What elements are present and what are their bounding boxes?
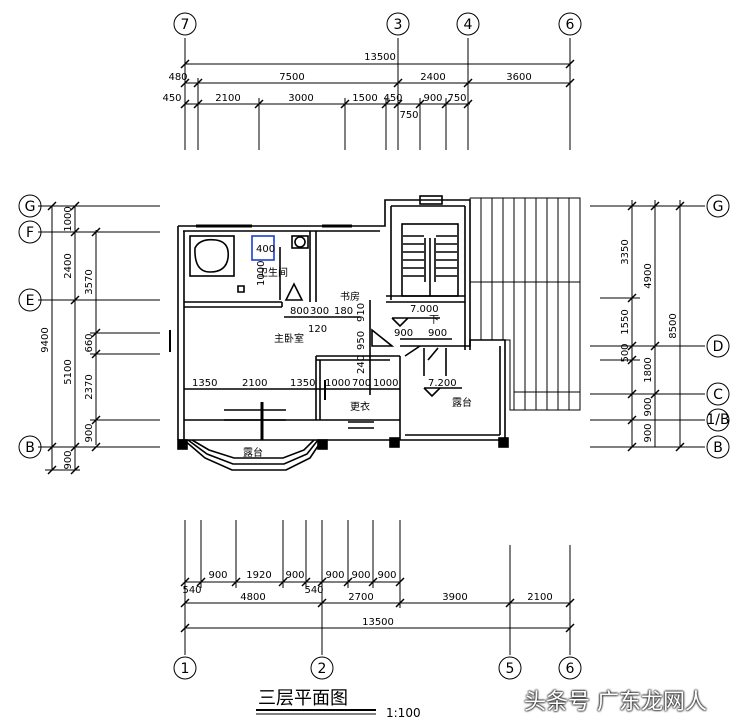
dim-top-r2-3: 3600 bbox=[506, 72, 531, 83]
room-study: 书房 bbox=[340, 290, 360, 303]
idim-300: 300 bbox=[310, 306, 329, 317]
idim-r1-4: 700 bbox=[352, 378, 371, 389]
idim-800: 800 bbox=[290, 306, 309, 317]
axis-bottom-1: 1 bbox=[181, 661, 190, 677]
room-terrace-front: 露台 bbox=[243, 446, 263, 459]
axis-top-3: 4 bbox=[464, 17, 473, 33]
room-master: 主卧室 bbox=[274, 332, 304, 345]
dim-top-r3-6: 750 bbox=[447, 93, 466, 104]
dim-left-inner-1: 2400 bbox=[63, 253, 74, 278]
idim-240: 240 bbox=[356, 355, 367, 374]
dim-bottom-total: 13500 bbox=[362, 617, 394, 628]
idim-r1-3: 1000 bbox=[325, 378, 350, 389]
axis-bottom-2: 2 bbox=[318, 661, 327, 677]
dim-bottom-r1-4: 540 bbox=[304, 585, 323, 596]
idim-1000v: 1000 bbox=[256, 261, 267, 286]
axis-left-2: F bbox=[26, 225, 34, 241]
idim-r1-1: 2100 bbox=[242, 378, 267, 389]
drawing-scale: 1:100 bbox=[386, 706, 421, 720]
dim-left-outer-2: 900 bbox=[63, 450, 74, 469]
room-terrace: 露台 bbox=[452, 396, 472, 409]
axis-left-1: G bbox=[25, 199, 36, 215]
dim-bottom-r2-3: 2100 bbox=[527, 592, 552, 603]
dim-top-r3-3: 1500 bbox=[352, 93, 377, 104]
dim-top-r2-2: 2400 bbox=[420, 72, 445, 83]
dim-bottom-r1-2: 1920 bbox=[246, 570, 271, 581]
dim-top-total: 13500 bbox=[364, 52, 396, 63]
dim-bottom-r1-6: 900 bbox=[351, 570, 370, 581]
watermark-text: 头条号 广东龙网人 bbox=[524, 690, 707, 715]
dim-left-outer-0: 9400 bbox=[40, 327, 51, 352]
idim-r1-2: 1350 bbox=[290, 378, 315, 389]
dim-left-inner-3: 660 bbox=[84, 333, 95, 352]
axis-bottom-4: 6 bbox=[566, 661, 575, 677]
idim-r1-0: 1350 bbox=[192, 378, 217, 389]
dim-bottom-r2-0: 4800 bbox=[240, 592, 265, 603]
axis-top-2: 3 bbox=[394, 17, 403, 33]
dim-right-outer-1: 1800 bbox=[643, 357, 654, 382]
dim-left-inner-4: 2370 bbox=[84, 374, 95, 399]
dim-top-r3-0: 450 bbox=[162, 93, 181, 104]
level-terrace: 7.200 bbox=[428, 378, 457, 389]
idim-910: 910 bbox=[356, 303, 367, 322]
axis-left-3: E bbox=[26, 293, 35, 309]
dim-left-outer-1: 5100 bbox=[63, 359, 74, 384]
room-bath: 卫生间 bbox=[258, 266, 288, 279]
dim-right-outer-2: 8500 bbox=[668, 313, 679, 338]
dim-right-inner-4: 900 bbox=[643, 423, 654, 442]
dim-bottom-r2-1: 2700 bbox=[348, 592, 373, 603]
idim-180: 180 bbox=[334, 306, 353, 317]
axis-top-1: 7 bbox=[181, 17, 190, 33]
dim-left-inner-0: 1000 bbox=[63, 206, 74, 231]
dim-bottom-r1-1: 900 bbox=[208, 570, 227, 581]
axis-right-1: G bbox=[713, 199, 724, 215]
dim-right-inner-1: 1550 bbox=[620, 309, 631, 334]
svg-text:400: 400 bbox=[256, 244, 275, 255]
dim-right-outer-0: 4900 bbox=[643, 263, 654, 288]
dim-top-r3-4: 450 bbox=[383, 93, 402, 104]
axis-right-5: B bbox=[713, 440, 723, 456]
dim-bottom-r1-3: 900 bbox=[285, 570, 304, 581]
dim-right-inner-0: 3350 bbox=[620, 239, 631, 264]
axis-bottom-3: 5 bbox=[506, 661, 515, 677]
axis-right-2: D bbox=[713, 339, 724, 355]
dim-right-inner-2: 500 bbox=[620, 343, 631, 362]
stair-down: 下 bbox=[429, 315, 439, 326]
dim-top-r3-5: 900 bbox=[423, 93, 442, 104]
axis-left-4: B bbox=[25, 440, 35, 456]
dim-left-inner-2: 3570 bbox=[84, 269, 95, 294]
axis-right-4: 1/B bbox=[706, 412, 729, 428]
dim-top-r2-1: 7500 bbox=[279, 72, 304, 83]
dim-right-inner-3: 900 bbox=[643, 397, 654, 416]
dim-left-inner-5: 900 bbox=[84, 423, 95, 442]
idim-950: 950 bbox=[356, 331, 367, 350]
idim-900a: 900 bbox=[394, 328, 413, 339]
dim-bottom-r1-5: 900 bbox=[325, 570, 344, 581]
dim-top-r2-0: 480 bbox=[168, 72, 187, 83]
dim-bottom-r1-0: 540 bbox=[182, 585, 201, 596]
idim-120: 120 bbox=[308, 324, 327, 335]
axis-top-4: 6 bbox=[566, 17, 575, 33]
dim-top-r3-extra: 750 bbox=[399, 110, 418, 121]
axis-right-3: C bbox=[713, 387, 723, 403]
room-closet: 更衣 bbox=[350, 400, 370, 413]
drawing-title: 三层平面图 bbox=[258, 688, 348, 709]
dim-bottom-r1-7: 900 bbox=[377, 570, 396, 581]
dim-top-r3-2: 3000 bbox=[288, 93, 313, 104]
idim-900b: 900 bbox=[428, 328, 447, 339]
idim-r1-5: 1000 bbox=[373, 378, 398, 389]
level-stair: 7.000 bbox=[410, 304, 439, 315]
dim-bottom-r2-2: 3900 bbox=[442, 592, 467, 603]
dim-top-r3-1: 2100 bbox=[215, 93, 240, 104]
